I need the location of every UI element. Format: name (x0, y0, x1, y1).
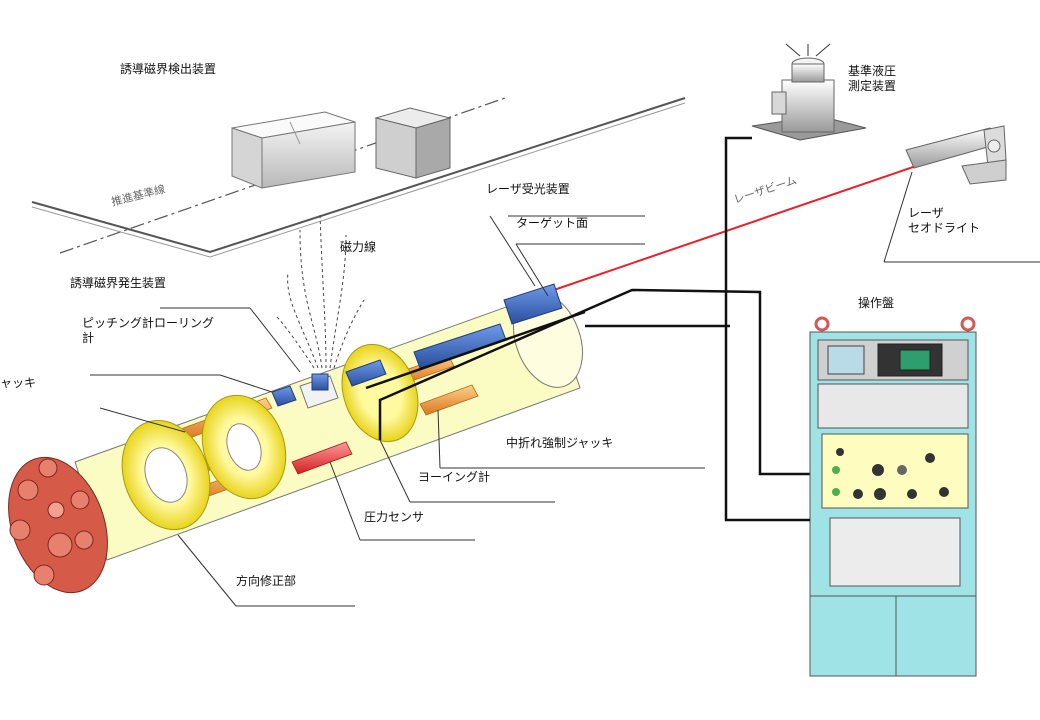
leader-lines (90, 171, 1040, 607)
label-pitching-rolling: ピッチング計ローリング 計 (82, 316, 215, 345)
cutter-head (8, 456, 108, 594)
label-yawing: ヨーイング計 (418, 470, 491, 484)
console-cables (724, 136, 810, 522)
label-laser-receiver: レーザ受光装置 (486, 182, 570, 196)
pressure-sensor-rod (291, 441, 353, 475)
label-direction-correction: 方向修正部 (236, 574, 297, 588)
ground-lines (31, 97, 686, 258)
magnetic-field-lines (275, 211, 365, 369)
hydraulic-device (751, 43, 867, 141)
label-console: 操作盤 (858, 296, 895, 310)
label-jack: ャッキ (0, 376, 37, 390)
label-generator: 誘導磁界発生装置 (70, 276, 167, 290)
label-magnetic-lines: 磁力線 (340, 240, 377, 254)
operation-console (809, 316, 977, 677)
tube-cables (365, 288, 810, 476)
label-target-face: ターゲット面 (516, 216, 589, 230)
label-mid-jack: 中折れ強制ジャッキ (506, 436, 614, 450)
blue-instruments (271, 283, 563, 409)
ring-2 (201, 394, 287, 500)
laser-theodolite-device (905, 125, 1007, 185)
label-pressure-sensor: 圧力センサ (364, 510, 425, 524)
label-detector: 誘導磁界検出装置 (120, 62, 217, 76)
label-laser-theodolite: レーザ セオドライト (908, 206, 981, 235)
ring-1 (121, 419, 211, 531)
laser-beam-line (547, 165, 917, 293)
magnetic-detector-unit (231, 107, 452, 189)
label-hydraulic: 基準液圧 測定装置 (848, 64, 897, 93)
